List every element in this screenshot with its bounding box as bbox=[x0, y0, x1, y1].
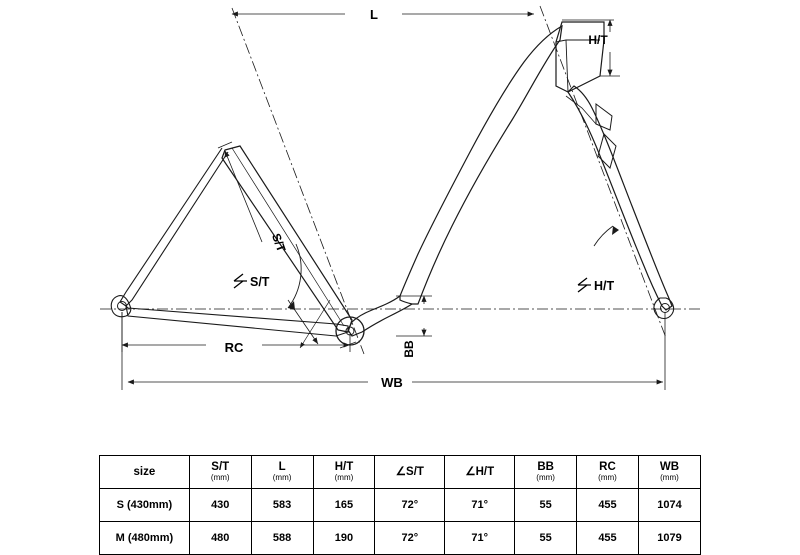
label-BB: BB bbox=[402, 340, 416, 358]
cell-angle-ht: 71° bbox=[444, 488, 516, 522]
table-header-row: size S/T (mm) L (mm) H/T (mm) ∠S/T ∠H/T … bbox=[99, 455, 702, 489]
col-st-label: S/T bbox=[211, 461, 230, 473]
label-L: L bbox=[370, 7, 378, 22]
col-wb-unit: (mm) bbox=[660, 473, 679, 482]
col-ht-label: H/T bbox=[334, 461, 354, 473]
label-angle-HT: H/T bbox=[577, 277, 615, 293]
col-st: S/T (mm) bbox=[188, 455, 252, 489]
cell-angle-ht: 71° bbox=[444, 521, 516, 555]
col-l-unit: (mm) bbox=[272, 473, 292, 482]
cell-st: 430 bbox=[188, 488, 252, 522]
cell-wb: 1079 bbox=[637, 521, 702, 555]
col-rc-unit: (mm) bbox=[598, 473, 617, 482]
col-angle-ht: ∠H/T bbox=[444, 455, 516, 489]
col-size-label: size bbox=[133, 466, 156, 478]
col-angle-st: ∠S/T bbox=[374, 455, 446, 489]
dimension-labels: L H/T S/T BB RC WB S/T H/T bbox=[225, 7, 615, 390]
col-ht-unit: (mm) bbox=[334, 473, 354, 482]
cell-bb: 55 bbox=[514, 521, 578, 555]
cell-rc: 455 bbox=[576, 488, 639, 522]
label-WB: WB bbox=[381, 375, 403, 390]
label-ST: S/T bbox=[269, 231, 289, 254]
cell-size: S (430mm) bbox=[99, 488, 190, 522]
frame-outline bbox=[110, 21, 675, 346]
geometry-table: size S/T (mm) L (mm) H/T (mm) ∠S/T ∠H/T … bbox=[99, 455, 702, 555]
cell-ht: 165 bbox=[312, 488, 376, 522]
cell-ht: 190 bbox=[312, 521, 376, 555]
col-size: size bbox=[99, 455, 190, 489]
cell-rc: 455 bbox=[576, 521, 639, 555]
cell-bb: 55 bbox=[514, 488, 578, 522]
cell-angle-st: 72° bbox=[374, 521, 446, 555]
cell-st: 480 bbox=[188, 521, 252, 555]
cell-size: M (480mm) bbox=[99, 521, 190, 555]
cell-angle-st: 72° bbox=[374, 488, 446, 522]
cell-l: 588 bbox=[250, 521, 314, 555]
label-angle-ST-text: S/T bbox=[250, 275, 270, 289]
label-RC: RC bbox=[225, 340, 244, 355]
col-rc: RC (mm) bbox=[576, 455, 639, 489]
col-bb-label: BB bbox=[537, 461, 554, 473]
col-angle-ht-label: ∠H/T bbox=[465, 466, 495, 478]
col-wb-label: WB bbox=[659, 461, 680, 473]
col-ht: H/T (mm) bbox=[312, 455, 376, 489]
col-wb: WB (mm) bbox=[637, 455, 702, 489]
cell-l: 583 bbox=[250, 488, 314, 522]
cell-wb: 1074 bbox=[637, 488, 702, 522]
col-bb-unit: (mm) bbox=[536, 473, 555, 482]
col-l: L (mm) bbox=[250, 455, 314, 489]
label-angle-HT-text: H/T bbox=[594, 279, 615, 293]
col-bb: BB (mm) bbox=[514, 455, 578, 489]
col-st-unit: (mm) bbox=[210, 473, 230, 482]
table-row: S (430mm) 430 583 165 72° 71° 55 455 107… bbox=[99, 488, 702, 522]
label-angle-ST: S/T bbox=[233, 273, 270, 289]
dimension-lines bbox=[121, 11, 666, 390]
col-l-label: L bbox=[278, 461, 286, 473]
table-row: M (480mm) 480 588 190 72° 71° 55 455 107… bbox=[99, 521, 702, 555]
col-rc-label: RC bbox=[599, 461, 616, 473]
col-angle-st-label: ∠S/T bbox=[395, 466, 424, 478]
label-HT: H/T bbox=[588, 33, 608, 47]
construction-lines bbox=[100, 5, 700, 355]
